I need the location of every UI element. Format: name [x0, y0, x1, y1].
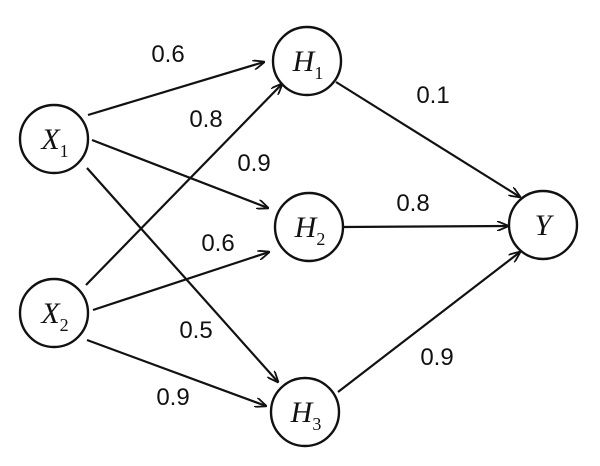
node-h1-subscript: 1: [314, 63, 323, 83]
svg-text:H2: H2: [294, 211, 326, 249]
weight-label-h2-y: 0.8: [396, 190, 429, 217]
svg-text:X2: X2: [40, 297, 68, 335]
node-h3-symbol: H: [290, 396, 315, 429]
edge-x2-h2: [92, 252, 269, 312]
svg-text:Y: Y: [535, 209, 555, 242]
edge-x1-h3: [86, 167, 278, 382]
weight-label-h3-y: 0.9: [420, 344, 453, 371]
weight-label-x2-h1: 0.8: [189, 106, 222, 133]
weight-label-x2-h2: 0.6: [201, 230, 234, 257]
node-x1-symbol: X: [40, 123, 61, 156]
node-x1: X1: [18, 103, 90, 175]
weight-label-x1-h2: 0.9: [237, 150, 270, 177]
edge-x2-h3: [86, 338, 266, 406]
svg-text:H1: H1: [292, 45, 324, 83]
node-h2-symbol: H: [294, 211, 319, 244]
node-y-symbol: Y: [535, 209, 555, 242]
svg-text:H3: H3: [290, 396, 322, 434]
node-x2-subscript: 2: [60, 315, 69, 335]
node-h1-symbol: H: [292, 45, 317, 78]
weight-label-x1-h3: 0.5: [179, 317, 212, 344]
edge-h3-y: [337, 252, 520, 393]
node-h3-subscript: 3: [312, 414, 321, 434]
node-h2-subscript: 2: [316, 229, 325, 249]
edge-x1-h2: [91, 138, 268, 208]
weight-label-x1-h1: 0.6: [151, 41, 184, 68]
edge-x2-h1: [85, 84, 282, 286]
weight-label-h1-y: 0.1: [416, 82, 449, 109]
node-h3: H3: [269, 376, 341, 448]
node-h2: H2: [273, 191, 345, 263]
node-y: Y: [507, 189, 579, 261]
edge-x1-h1: [87, 62, 264, 117]
weight-label-x2-h3: 0.9: [156, 384, 189, 411]
node-x2: X2: [18, 277, 90, 349]
edge-h1-y: [335, 81, 520, 197]
edge-h2-y: [343, 226, 508, 227]
node-x2-symbol: X: [40, 297, 61, 330]
node-h1: H1: [271, 25, 343, 97]
node-x1-subscript: 1: [60, 141, 69, 161]
svg-text:X1: X1: [40, 123, 68, 161]
